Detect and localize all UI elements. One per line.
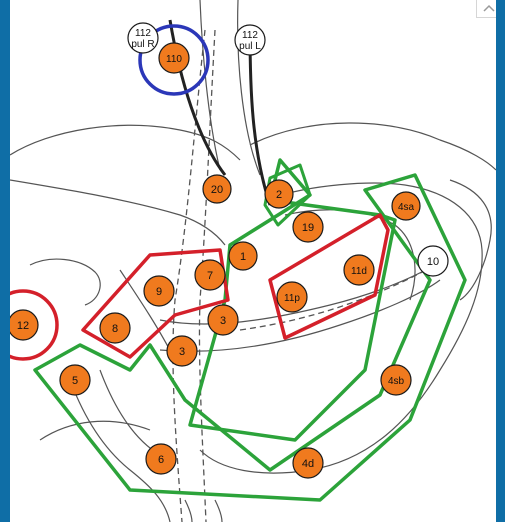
dashed-vessel-splenic bbox=[240, 268, 430, 330]
vagus-right bbox=[250, 30, 270, 205]
node-3a: 3 bbox=[208, 305, 238, 335]
node-label: 8 bbox=[112, 323, 118, 335]
node-label: pul L bbox=[239, 41, 261, 52]
spleen-outline bbox=[450, 180, 491, 300]
node-2: 2 bbox=[265, 180, 293, 208]
node-110: 110 bbox=[159, 43, 189, 73]
node-6: 6 bbox=[146, 444, 176, 474]
esophagus-left bbox=[200, 0, 220, 170]
node-label: 11d bbox=[351, 266, 367, 277]
node-label: 4sa bbox=[398, 202, 415, 213]
node-label: 1 bbox=[240, 251, 246, 263]
node-label: 2 bbox=[276, 189, 282, 201]
node-label: 110 bbox=[166, 54, 182, 65]
node-label: 9 bbox=[156, 286, 162, 298]
liver-lower-line bbox=[10, 180, 225, 245]
chevron-up-icon bbox=[477, 0, 496, 18]
mesenteric-line-1 bbox=[185, 500, 192, 522]
node-11d: 11d bbox=[344, 255, 374, 285]
node-label: 4d bbox=[302, 458, 314, 470]
node-10: 10 bbox=[418, 246, 448, 276]
node-20: 20 bbox=[203, 175, 231, 203]
node-label: 5 bbox=[72, 375, 78, 387]
node-label: 3 bbox=[179, 346, 185, 358]
node-5: 5 bbox=[60, 365, 90, 395]
node-19: 19 bbox=[293, 212, 323, 242]
liver-upper-line bbox=[250, 123, 496, 170]
scroll-up-button[interactable] bbox=[476, 0, 496, 18]
node-label: 3 bbox=[220, 315, 226, 327]
node-9: 9 bbox=[144, 276, 174, 306]
node-label: 112 bbox=[242, 30, 258, 41]
node-label: 12 bbox=[17, 320, 29, 332]
node-4sb: 4sb bbox=[381, 365, 411, 395]
node-7: 7 bbox=[195, 260, 225, 290]
node-label: 20 bbox=[211, 184, 223, 196]
node-3b: 3 bbox=[167, 336, 197, 366]
node-label: 10 bbox=[427, 256, 439, 268]
node-label: 6 bbox=[158, 454, 164, 466]
node-4d: 4d bbox=[293, 448, 323, 478]
node-label: 4sb bbox=[388, 376, 405, 387]
node-label: 19 bbox=[302, 222, 314, 234]
mesenteric-line-2 bbox=[215, 500, 222, 522]
node-1: 1 bbox=[229, 242, 257, 270]
node-11p: 11p bbox=[277, 282, 307, 312]
node-label: 7 bbox=[207, 270, 213, 282]
duodenum-inner bbox=[100, 370, 160, 455]
node-4sa: 4sa bbox=[392, 192, 420, 220]
node-label: 11p bbox=[284, 293, 300, 304]
gallbladder-outline bbox=[30, 259, 100, 305]
node-label: 112 bbox=[135, 28, 151, 39]
node-12: 12 bbox=[10, 310, 38, 340]
node-label: pul R bbox=[131, 39, 154, 50]
node-8: 8 bbox=[100, 313, 130, 343]
